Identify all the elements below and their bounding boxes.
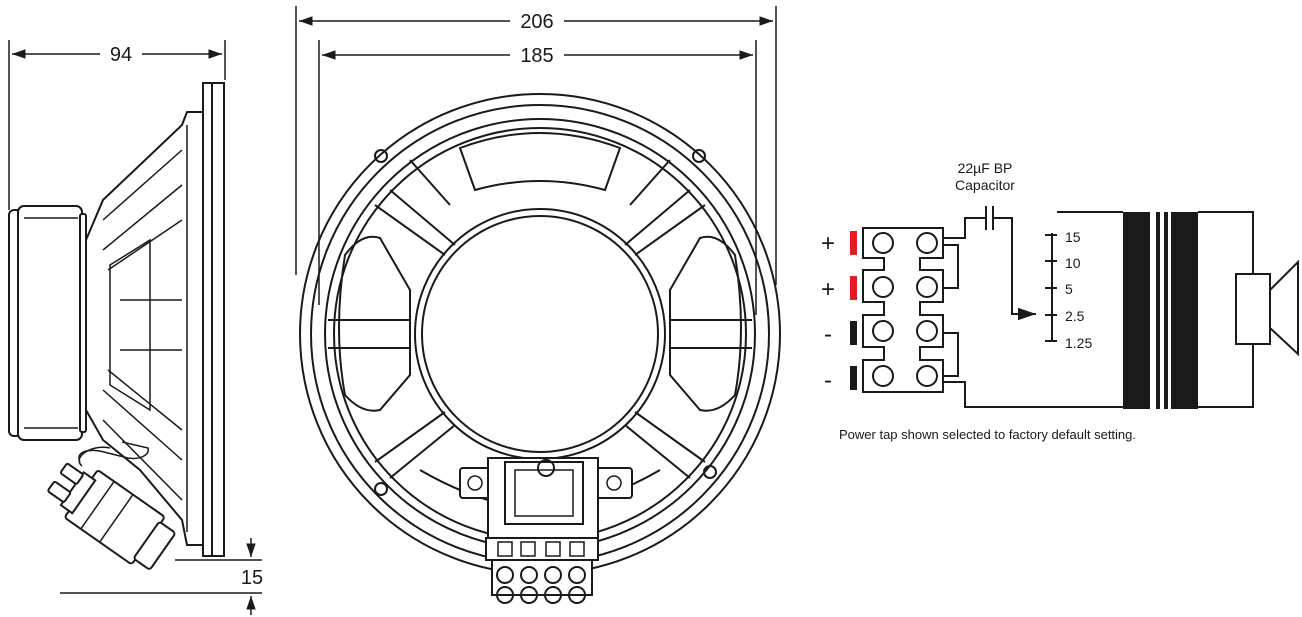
transformer-core-primary (1123, 212, 1150, 409)
tap-5: 5 (1065, 281, 1073, 297)
dim-overall-diameter: 206 (520, 11, 553, 33)
terminal-color-marker-4 (850, 366, 857, 390)
terminal-polarity-2: + (821, 276, 835, 303)
transformer-core-secondary (1171, 212, 1198, 409)
dim-side-depth: 94 (110, 44, 132, 66)
tap-15: 15 (1065, 229, 1081, 245)
terminal-polarity-1: + (821, 230, 835, 257)
side-view: 94 15 (8, 40, 263, 615)
tap-2-5: 2.5 (1065, 308, 1085, 324)
dim-rear-offset: 15 (241, 567, 263, 589)
factory-default-note: Power tap shown selected to factory defa… (839, 427, 1137, 442)
terminal-polarity-4: - (824, 367, 832, 394)
terminal-polarity-3: - (824, 321, 832, 348)
terminal-color-marker-3 (850, 321, 857, 345)
terminal-color-marker-1 (850, 231, 857, 255)
terminal-color-marker-2 (850, 276, 857, 300)
wiring-diagram: 22µF BP Capacitor + + - - (821, 160, 1299, 409)
tap-10: 10 (1065, 255, 1081, 271)
capacitor-label-line2: Capacitor (955, 177, 1015, 193)
tap-1-25: 1.25 (1065, 335, 1092, 351)
speaker-symbol (1235, 273, 1271, 345)
capacitor-label-line1: 22µF BP (958, 160, 1013, 176)
front-view: 206 185 (295, 6, 781, 604)
dim-cutout-diameter: 185 (520, 45, 553, 67)
